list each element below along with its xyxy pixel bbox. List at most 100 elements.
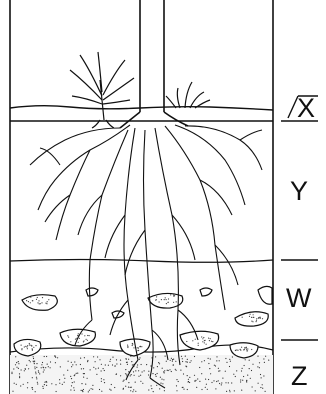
bedrock-stipple-dot: [60, 366, 61, 367]
diagram-frame: [10, 0, 273, 394]
bedrock-stipple-dot: [208, 358, 209, 359]
bedrock-stipple-dot: [185, 361, 186, 362]
bedrock-stipple-dot: [260, 374, 261, 375]
bedrock-stipple-dot: [64, 382, 65, 383]
bedrock-stipple-dot: [135, 382, 136, 383]
bedrock-stipple-dot: [222, 378, 223, 379]
bedrock-stipple-dot: [265, 356, 266, 357]
bedrock-stipple-dot: [209, 368, 210, 369]
bedrock-stipple-dot: [29, 360, 30, 361]
bedrock-stipple-dot: [62, 384, 63, 385]
layer-label-y: Y: [290, 176, 308, 206]
bedrock-stipple-dot: [123, 389, 124, 390]
bedrock-stipple-dot: [234, 390, 235, 391]
bedrock-stipple-dot: [263, 375, 264, 376]
bedrock-stipple-dot: [126, 374, 127, 375]
bedrock-stipple-dot: [71, 378, 72, 379]
bedrock-stipple-dot: [128, 387, 129, 388]
bedrock-stipple-dot: [216, 356, 217, 357]
bedrock-stipple-dot: [55, 357, 56, 358]
bedrock-stipple-dot: [56, 391, 57, 392]
bedrock-stipple-dot: [92, 389, 93, 390]
bedrock-stipple-dot: [48, 366, 49, 367]
bedrock-stipple-dot: [35, 391, 36, 392]
bedrock-stipple-dot: [125, 369, 126, 370]
bedrock-stipple-dot: [210, 358, 211, 359]
bedrock-stipple-dot: [33, 358, 34, 359]
bedrock-stipple-dot: [26, 365, 27, 366]
rock-stipple-dot: [137, 347, 138, 348]
bedrock-stipple-dot: [165, 356, 166, 357]
bedrock-stipple-dot: [257, 366, 258, 367]
bedrock-stipple-dot: [251, 370, 252, 371]
bedrock-stipple-dot: [36, 378, 37, 379]
bedrock-stipple-dot: [34, 361, 35, 362]
rock-stipple-dot: [251, 321, 252, 322]
bedrock-stipple-dot: [257, 356, 258, 357]
bedrock-stipple-dot: [111, 384, 112, 385]
bedrock-stipple-dot: [130, 390, 131, 391]
bedrock-stipple-dot: [134, 375, 135, 376]
bedrock-stipple-dot: [87, 378, 88, 379]
bedrock-stipple-dot: [195, 380, 196, 381]
bedrock-stipple-dot: [231, 382, 232, 383]
rock-stipple-dot: [127, 347, 128, 348]
bedrock-stipple-dot: [43, 388, 44, 389]
bedrock-stipple-dot: [74, 381, 75, 382]
bedrock-stipple-dot: [12, 391, 13, 392]
bedrock-stipple-dot: [133, 389, 134, 390]
rock-stipple-dot: [206, 344, 207, 345]
bedrock-stipple-dot: [182, 387, 183, 388]
bedrock-stipple-dot: [139, 359, 140, 360]
bedrock-stipple-dot: [64, 378, 65, 379]
bedrock-stipple-dot: [197, 378, 198, 379]
bedrock-stipple-dot: [131, 387, 132, 388]
bedrock-stipple-dot: [18, 363, 19, 364]
bedrock-stipple-dot: [46, 385, 47, 386]
rock-stipple-dot: [192, 340, 193, 341]
rock-stipple-dot: [165, 297, 166, 298]
rock-stipple-dot: [195, 339, 196, 340]
bedrock-stipple-dot: [261, 377, 262, 378]
bedrock-stipple-dot: [42, 386, 43, 387]
rock-stipple-dot: [204, 342, 205, 343]
bedrock-stipple-dot: [43, 367, 44, 368]
bedrock-stipple-dot: [51, 383, 52, 384]
bedrock-stipple-dot: [225, 358, 226, 359]
rock-stipple-dot: [253, 317, 254, 318]
bedrock-stipple-dot: [13, 368, 14, 369]
rock-stipple-dot: [168, 298, 169, 299]
bedrock-stipple-dot: [171, 358, 172, 359]
rock-stipple-dot: [167, 302, 168, 303]
bedrock-stipple-dot: [72, 382, 73, 383]
bedrock-stipple-dot: [152, 373, 153, 374]
bedrock-stipple-dot: [221, 384, 222, 385]
rock-stipple-dot: [27, 345, 28, 346]
bedrock-stipple-dot: [187, 359, 188, 360]
rock-stipple-dot: [32, 300, 33, 301]
rock-stipple-dot: [141, 346, 142, 347]
bedrock-stipple-dot: [215, 365, 216, 366]
rock-stipple-dot: [173, 295, 174, 296]
bedrock-stipple-dot: [125, 386, 126, 387]
bedrock-stipple-dot: [211, 382, 212, 383]
bedrock-stipple-dot: [188, 381, 189, 382]
rock-stipple-dot: [67, 335, 68, 336]
bedrock-stipple-dot: [263, 358, 264, 359]
bedrock-stipple-dot: [84, 357, 85, 358]
bedrock-stipple-dot: [16, 367, 17, 368]
bedrock-stipple-dot: [244, 365, 245, 366]
bedrock-stipple-dot: [241, 390, 242, 391]
bedrock-stipple-dot: [258, 383, 259, 384]
bedrock-stipple-dot: [226, 391, 227, 392]
rock-stipple-dot: [211, 341, 212, 342]
rock-stipple-dot: [68, 337, 69, 338]
rock-stipple-dot: [156, 296, 157, 297]
bedrock-stipple-dot: [259, 362, 260, 363]
bedrock-stipple-dot: [255, 390, 256, 391]
rock-stipple-dot: [212, 341, 213, 342]
rock-stipple-dot: [45, 303, 46, 304]
bedrock-stipple-dot: [114, 387, 115, 388]
rock-stipple-dot: [21, 349, 22, 350]
bedrock-stipple-dot: [167, 370, 168, 371]
